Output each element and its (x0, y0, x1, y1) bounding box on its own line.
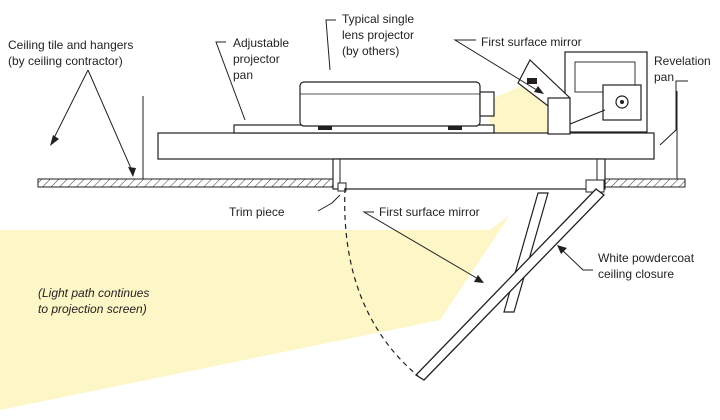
leader-mirror-bottom (362, 211, 481, 281)
label-ceiling-tile-2: (by ceiling contractor) (8, 54, 123, 68)
label-first-mirror-top: First surface mirror (481, 35, 582, 49)
leader-typical (325, 19, 336, 71)
label-first-mirror-bottom: First surface mirror (379, 205, 480, 219)
leader-trim (317, 194, 341, 212)
label-ceiling-tile-1: Ceiling tile and hangers (8, 38, 133, 52)
arrow-white-closure (557, 245, 567, 254)
label-adjustable-3: pan (233, 68, 253, 82)
projector-foot-right (448, 126, 462, 130)
closure-swing-arc (344, 187, 419, 377)
trim-piece (337, 182, 347, 192)
leader-white-closure (559, 247, 593, 271)
leader-mirror-top (453, 39, 541, 93)
arrow-mirror-bottom (474, 275, 484, 283)
label-typical-2: lens projector (342, 28, 414, 42)
ceiling-right (602, 178, 686, 188)
ceiling-left (37, 178, 339, 188)
label-typical-3: (by others) (342, 44, 399, 58)
projector-lens (479, 91, 495, 117)
label-white-2: ceiling closure (598, 267, 674, 281)
label-typical-1: Typical single (342, 12, 414, 26)
label-trim-piece: Trim piece (229, 205, 285, 219)
leader-revelation (659, 80, 688, 146)
projector-foot-left (318, 126, 332, 130)
light-beam-lower (0, 215, 510, 410)
leader-ceiling-tile-2 (51, 69, 89, 143)
leader-adjustable (215, 41, 246, 121)
arrow-heads (50, 86, 567, 283)
leader-lines (51, 19, 688, 281)
leader-ceiling-tile-1 (87, 69, 134, 174)
mirror-pivot-center (620, 100, 624, 104)
ceiling-closure-panel (414, 188, 605, 381)
label-light-note-1: (Light path continues (38, 286, 149, 300)
revelation-pan (157, 132, 655, 160)
mirror-support (547, 97, 571, 135)
label-white-1: White powdercoat (598, 251, 695, 265)
label-light-note-2: to projection screen) (38, 302, 147, 316)
label-revelation-1: Revelation (654, 54, 711, 68)
arrow-ceiling-tile-1 (128, 167, 136, 177)
projector-body (299, 81, 481, 127)
arrow-ceiling-tile-2 (50, 135, 59, 146)
arrow-mirror-top (534, 86, 544, 94)
mirror-latch (527, 78, 537, 84)
label-adjustable-2: projector (233, 52, 280, 66)
pan-drop-box (332, 158, 606, 190)
label-adjustable-1: Adjustable (233, 36, 289, 50)
label-revelation-2: pan (654, 70, 674, 84)
